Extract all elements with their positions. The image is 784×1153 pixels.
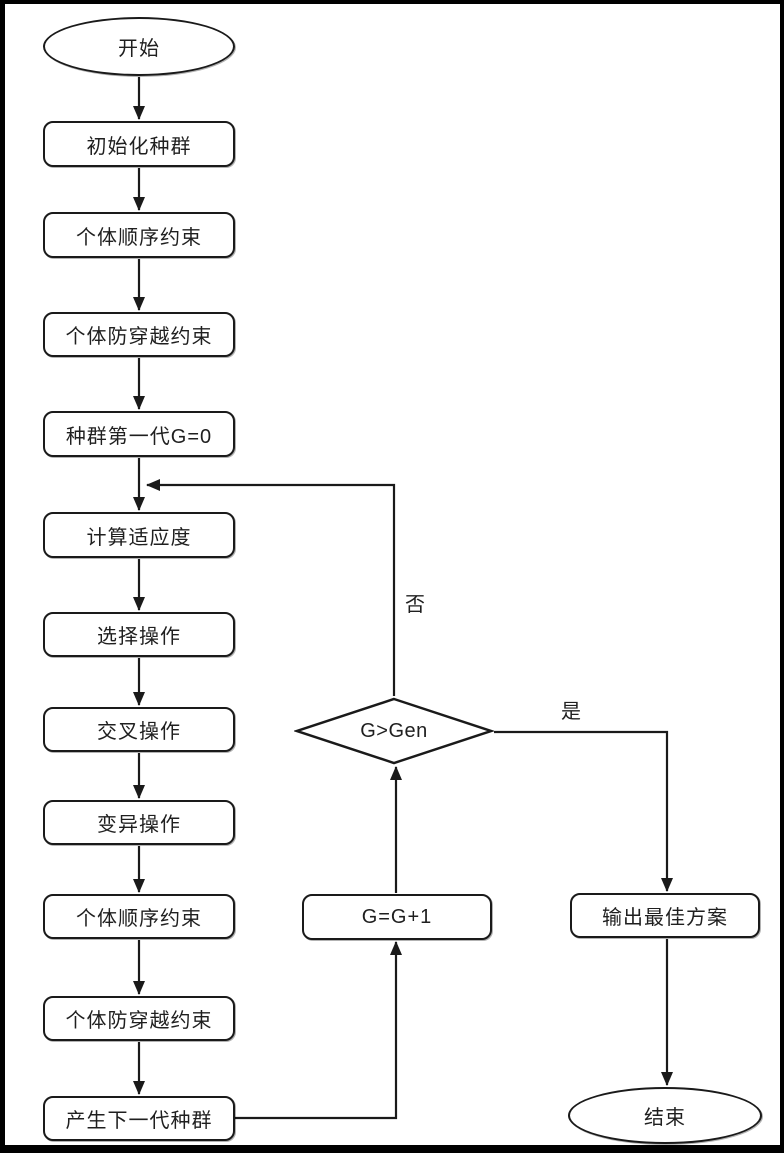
node-order-constraint-2: 个体顺序约束 <box>43 894 235 939</box>
edge-nextgen-increment <box>235 941 402 1120</box>
node-selection-op: 选择操作 <box>43 612 235 657</box>
node-output-best: 输出最佳方案 <box>570 893 760 938</box>
node-anticross-constraint-2-label: 个体防穿越约束 <box>65 1010 213 1032</box>
node-selection-op-label: 选择操作 <box>97 626 181 648</box>
connector-layer <box>133 77 673 1120</box>
decision-diamond-shape <box>294 697 494 765</box>
node-next-generation-label: 产生下一代种群 <box>65 1110 213 1132</box>
node-anticross-constraint-2: 个体防穿越约束 <box>43 996 235 1041</box>
node-end-label: 结束 <box>644 1107 686 1129</box>
node-crossover-op: 交叉操作 <box>43 707 235 752</box>
node-start-label: 开始 <box>118 38 160 60</box>
node-start: 开始 <box>43 17 235 76</box>
node-first-generation-label: 种群第一代G=0 <box>65 425 213 448</box>
edge-decision-yes-output <box>494 730 673 892</box>
node-crossover-op-label: 交叉操作 <box>97 721 181 743</box>
edge-label-no: 否 <box>405 594 425 616</box>
node-increment: G=G+1 <box>302 894 492 940</box>
node-next-generation: 产生下一代种群 <box>43 1096 235 1141</box>
node-order-constraint-1-label: 个体顺序约束 <box>76 226 202 249</box>
node-calc-fitness-label: 计算适应度 <box>86 526 192 549</box>
node-order-constraint-1: 个体顺序约束 <box>43 212 235 258</box>
node-anticross-constraint-1-label: 个体防穿越约束 <box>65 326 213 348</box>
node-mutation-op: 变异操作 <box>43 800 235 845</box>
node-decision: G>Gen <box>294 697 494 765</box>
node-output-best-label: 输出最佳方案 <box>602 907 728 929</box>
node-order-constraint-2-label: 个体顺序约束 <box>76 908 202 930</box>
node-mutation-op-label: 变异操作 <box>97 814 181 836</box>
edge-label-yes: 是 <box>561 701 581 723</box>
node-anticross-constraint-1: 个体防穿越约束 <box>43 312 235 357</box>
node-decision-label: G>Gen <box>360 719 428 742</box>
node-init-population: 初始化种群 <box>43 121 235 167</box>
node-calc-fitness: 计算适应度 <box>43 512 235 558</box>
node-end: 结束 <box>568 1087 762 1144</box>
node-increment-label: G=G+1 <box>361 905 433 928</box>
node-first-generation: 种群第一代G=0 <box>43 411 235 457</box>
node-init-population-label: 初始化种群 <box>86 135 192 158</box>
